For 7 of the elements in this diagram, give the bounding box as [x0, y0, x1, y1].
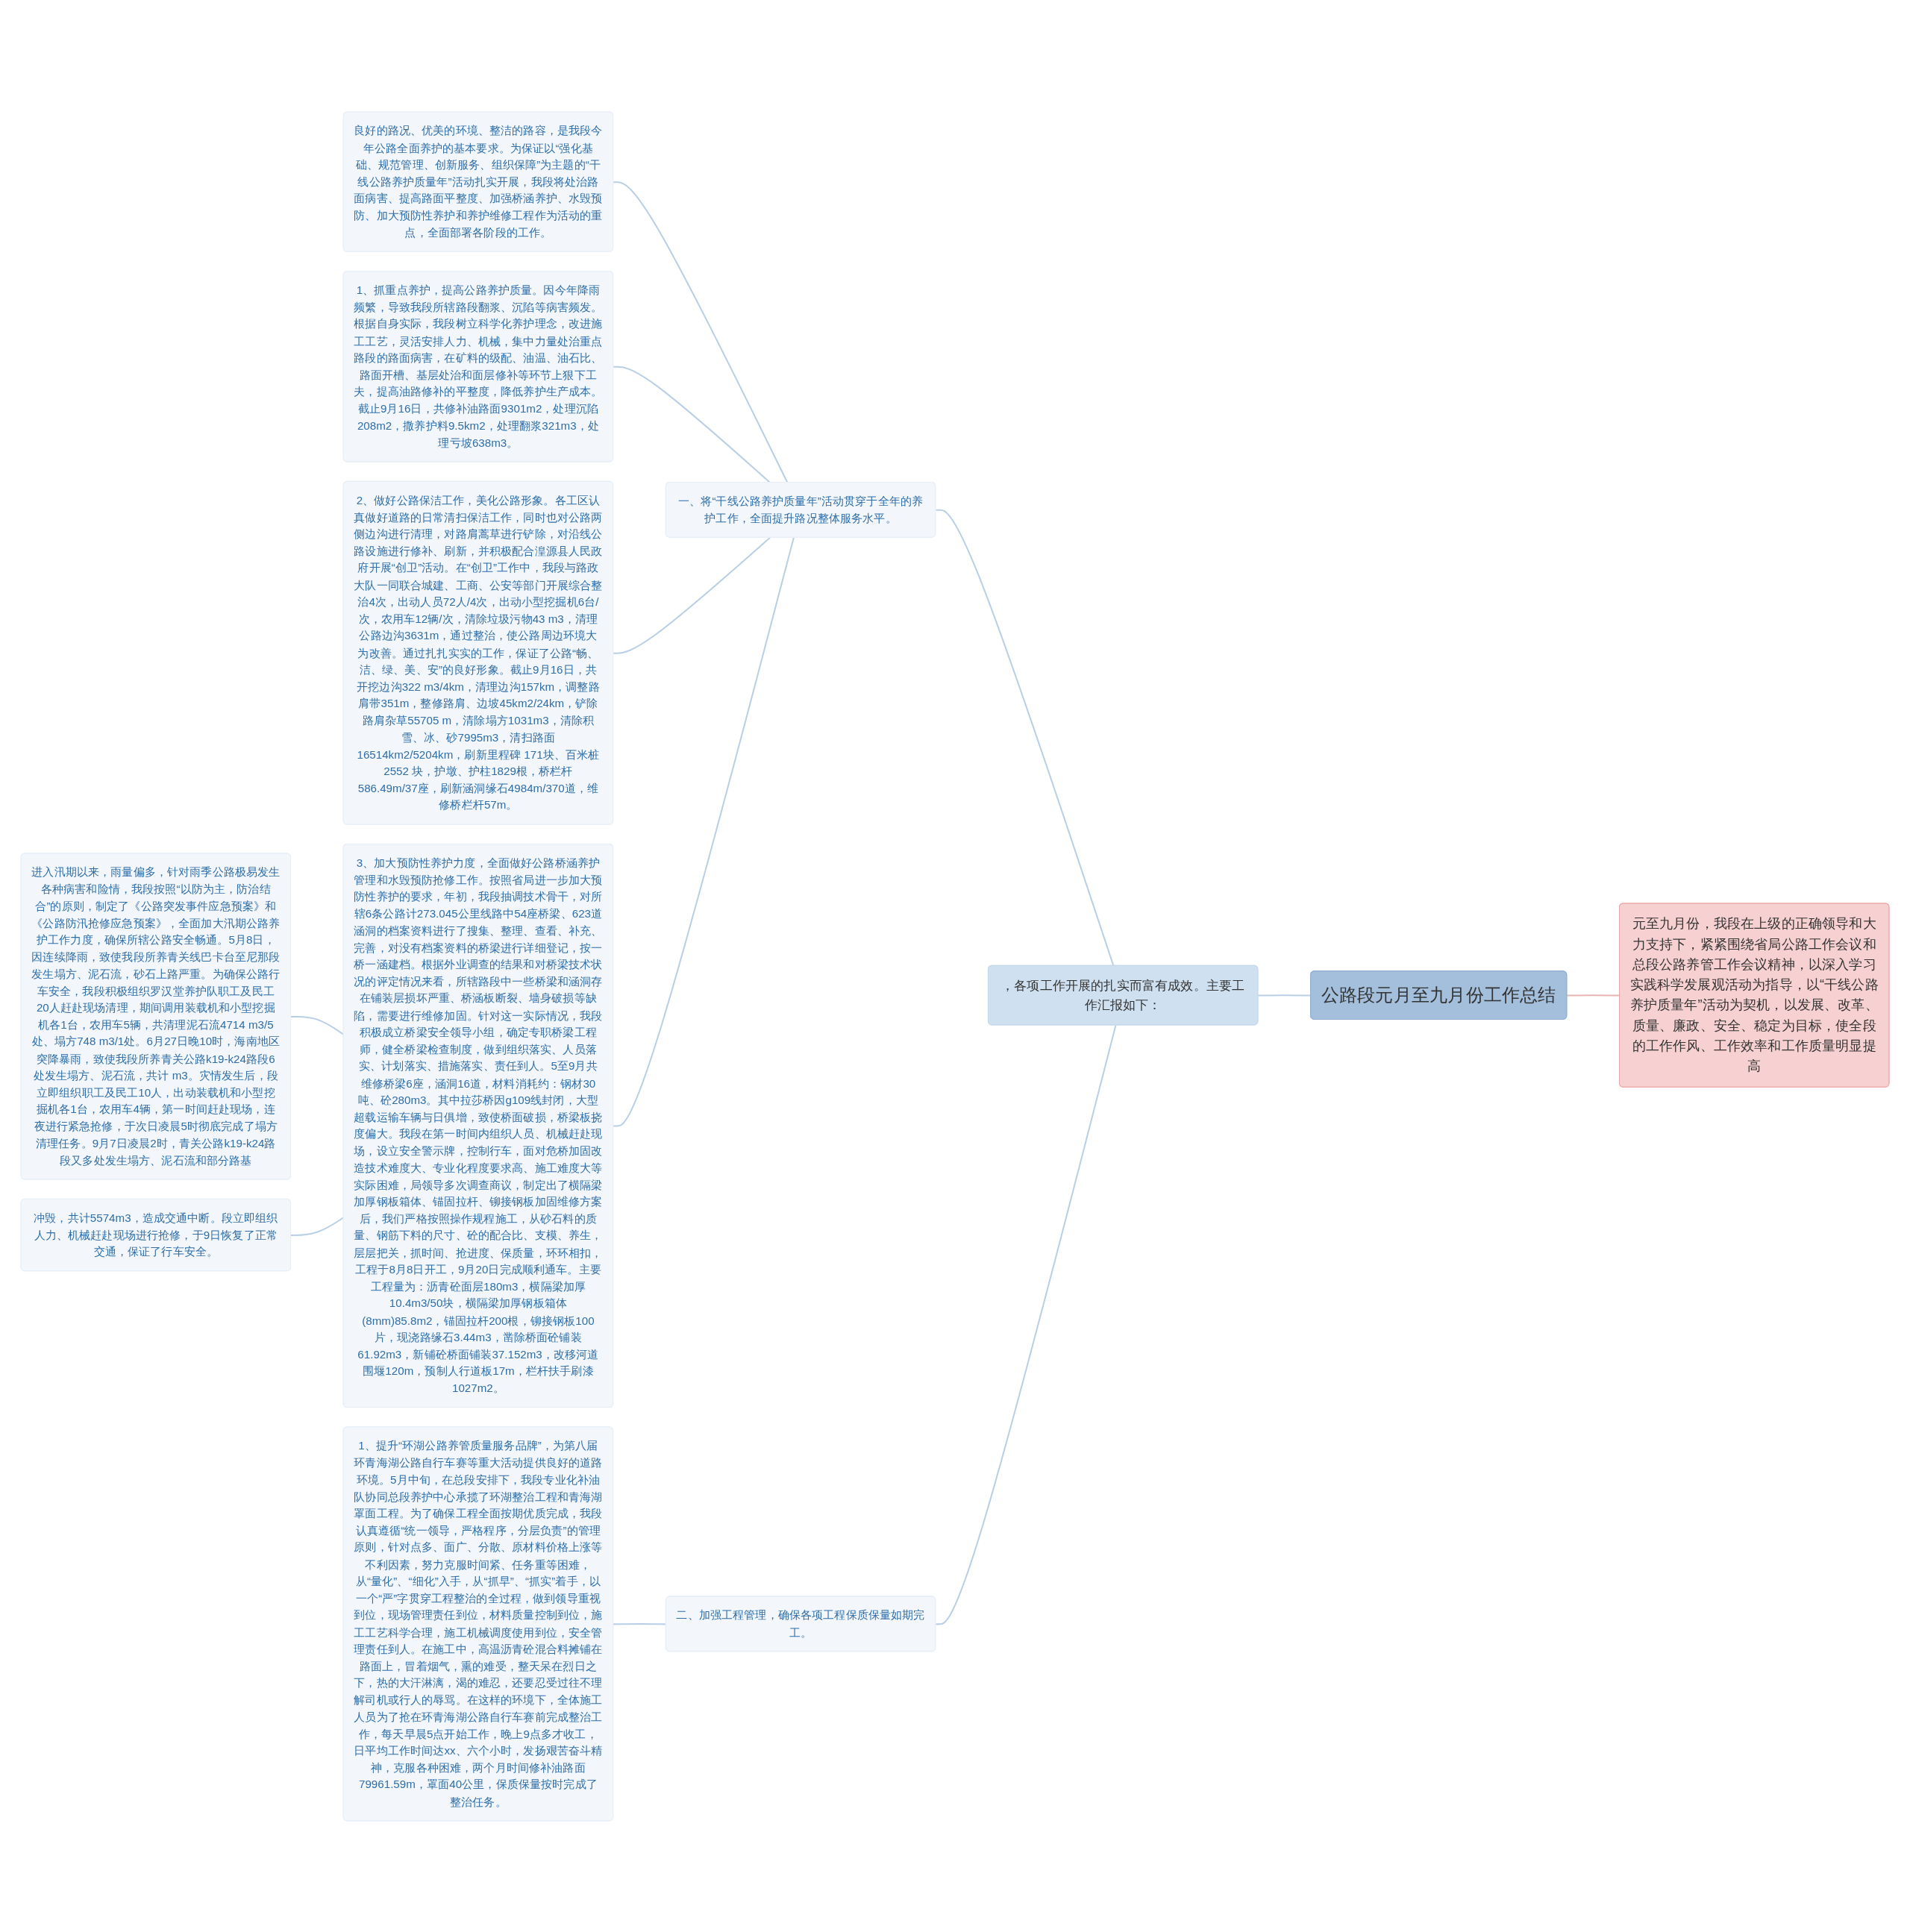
connector — [613, 181, 789, 483]
connector — [613, 1622, 666, 1625]
connector — [613, 536, 771, 654]
connector — [1567, 994, 1620, 997]
connector — [936, 509, 1115, 966]
connector — [936, 1024, 1117, 1625]
connector — [613, 536, 795, 1127]
